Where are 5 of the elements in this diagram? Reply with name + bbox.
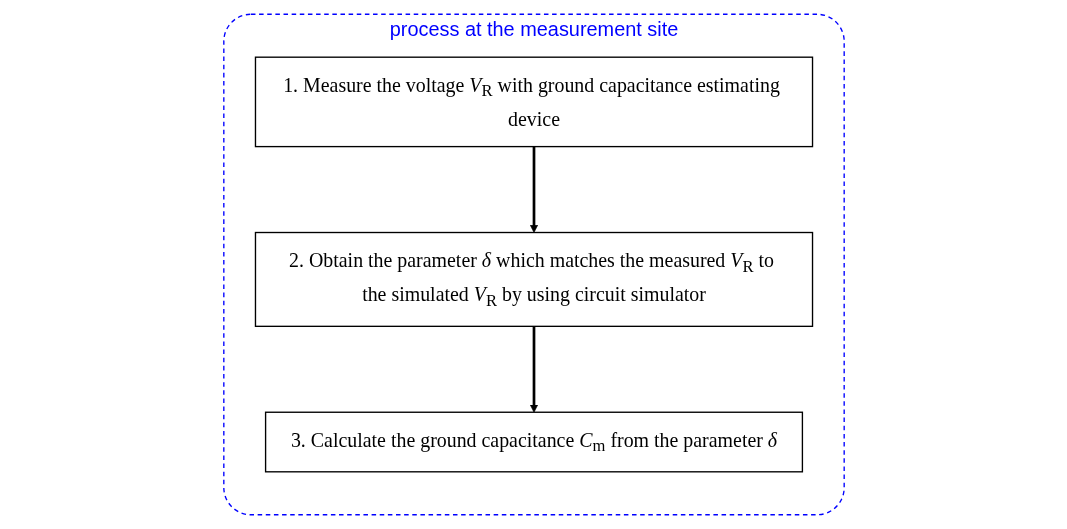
node-box: 2. Obtain the parameter δ which matches the measured V$_{R}$ to the simulated V$_{R}$ by using circuit simulator [254, 231, 813, 327]
arrow [529, 146, 538, 233]
arrow [529, 326, 538, 413]
node-box: 1. Measure the voltage V$_{R}$ with ground capacitance estimating device [254, 56, 813, 148]
node-box: 3. Calculate the ground capacitance C$_{m}$ from the parameter δ [264, 411, 803, 473]
